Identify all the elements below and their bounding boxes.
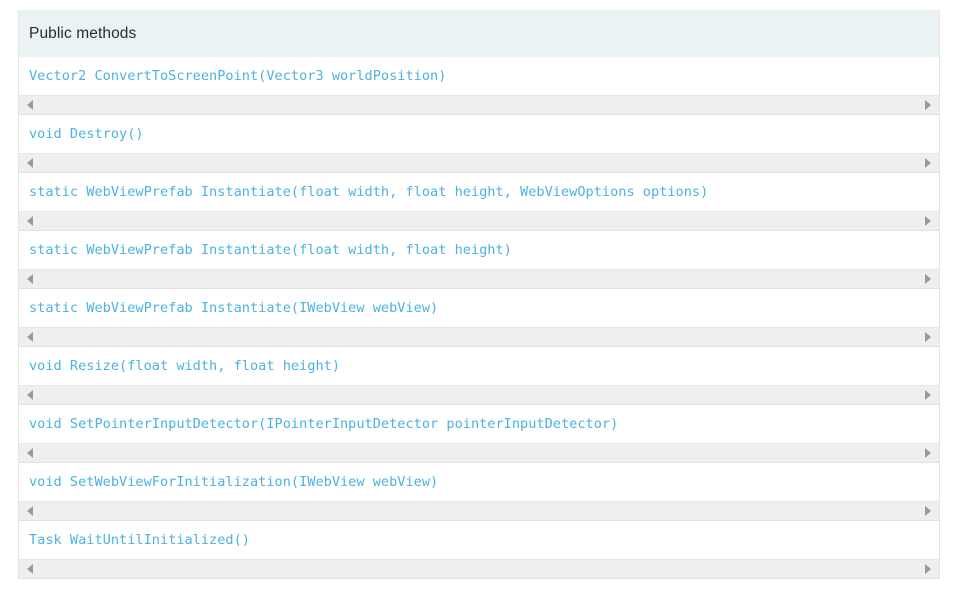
method-signature: Task WaitUntilInitialized()	[29, 532, 250, 549]
scroll-right-arrow-icon[interactable]	[925, 216, 931, 226]
scroll-right-arrow-icon[interactable]	[925, 100, 931, 110]
method-signature: void Destroy()	[29, 126, 144, 143]
scroll-left-arrow-icon[interactable]	[27, 448, 33, 458]
horizontal-scrollbar[interactable]	[19, 211, 939, 231]
method-signature-cell: void Resize(float width, float height)	[19, 347, 939, 385]
method-signature: static WebViewPrefab Instantiate(float w…	[29, 184, 709, 201]
method-signature: static WebViewPrefab Instantiate(IWebVie…	[29, 300, 439, 317]
scroll-right-arrow-icon[interactable]	[925, 332, 931, 342]
horizontal-scrollbar[interactable]	[19, 153, 939, 173]
scroll-left-arrow-icon[interactable]	[27, 390, 33, 400]
scroll-right-arrow-icon[interactable]	[925, 274, 931, 284]
scroll-left-arrow-icon[interactable]	[27, 100, 33, 110]
scroll-left-arrow-icon[interactable]	[27, 158, 33, 168]
method-row: Vector2 ConvertToScreenPoint(Vector3 wor…	[19, 57, 939, 115]
method-signature-cell: static WebViewPrefab Instantiate(float w…	[19, 173, 939, 211]
horizontal-scrollbar[interactable]	[19, 95, 939, 115]
method-signature-cell: void SetPointerInputDetector(IPointerInp…	[19, 405, 939, 443]
scroll-left-arrow-icon[interactable]	[27, 274, 33, 284]
horizontal-scrollbar[interactable]	[19, 559, 939, 579]
method-signature: void Resize(float width, float height)	[29, 358, 340, 375]
scroll-right-arrow-icon[interactable]	[925, 506, 931, 516]
method-signature-cell: void Destroy()	[19, 115, 939, 153]
method-signature: static WebViewPrefab Instantiate(float w…	[29, 242, 512, 259]
method-row: void SetPointerInputDetector(IPointerInp…	[19, 405, 939, 463]
method-row: static WebViewPrefab Instantiate(float w…	[19, 173, 939, 231]
scroll-left-arrow-icon[interactable]	[27, 332, 33, 342]
scroll-left-arrow-icon[interactable]	[27, 506, 33, 516]
method-row: void Resize(float width, float height)	[19, 347, 939, 405]
scroll-left-arrow-icon[interactable]	[27, 564, 33, 574]
method-signature-cell: Task WaitUntilInitialized()	[19, 521, 939, 559]
method-signature: void SetWebViewForInitialization(IWebVie…	[29, 474, 439, 491]
method-row: static WebViewPrefab Instantiate(float w…	[19, 231, 939, 289]
horizontal-scrollbar[interactable]	[19, 443, 939, 463]
method-signature-cell: void SetWebViewForInitialization(IWebVie…	[19, 463, 939, 501]
horizontal-scrollbar[interactable]	[19, 327, 939, 347]
public-methods-table: Public methods Vector2 ConvertToScreenPo…	[18, 10, 940, 579]
method-signature-cell: static WebViewPrefab Instantiate(IWebVie…	[19, 289, 939, 327]
method-row: void SetWebViewForInitialization(IWebVie…	[19, 463, 939, 521]
methods-list: Vector2 ConvertToScreenPoint(Vector3 wor…	[19, 57, 939, 579]
method-signature: Vector2 ConvertToScreenPoint(Vector3 wor…	[29, 68, 447, 85]
scroll-right-arrow-icon[interactable]	[925, 564, 931, 574]
scroll-right-arrow-icon[interactable]	[925, 390, 931, 400]
method-signature-cell: Vector2 ConvertToScreenPoint(Vector3 wor…	[19, 57, 939, 95]
method-row: static WebViewPrefab Instantiate(IWebVie…	[19, 289, 939, 347]
method-row: Task WaitUntilInitialized()	[19, 521, 939, 579]
horizontal-scrollbar[interactable]	[19, 501, 939, 521]
section-title: Public methods	[29, 24, 137, 42]
horizontal-scrollbar[interactable]	[19, 385, 939, 405]
method-row: void Destroy()	[19, 115, 939, 173]
method-signature-cell: static WebViewPrefab Instantiate(float w…	[19, 231, 939, 269]
scroll-left-arrow-icon[interactable]	[27, 216, 33, 226]
method-signature: void SetPointerInputDetector(IPointerInp…	[29, 416, 619, 433]
scroll-right-arrow-icon[interactable]	[925, 158, 931, 168]
public-methods-header: Public methods	[19, 10, 939, 57]
scroll-right-arrow-icon[interactable]	[925, 448, 931, 458]
horizontal-scrollbar[interactable]	[19, 269, 939, 289]
